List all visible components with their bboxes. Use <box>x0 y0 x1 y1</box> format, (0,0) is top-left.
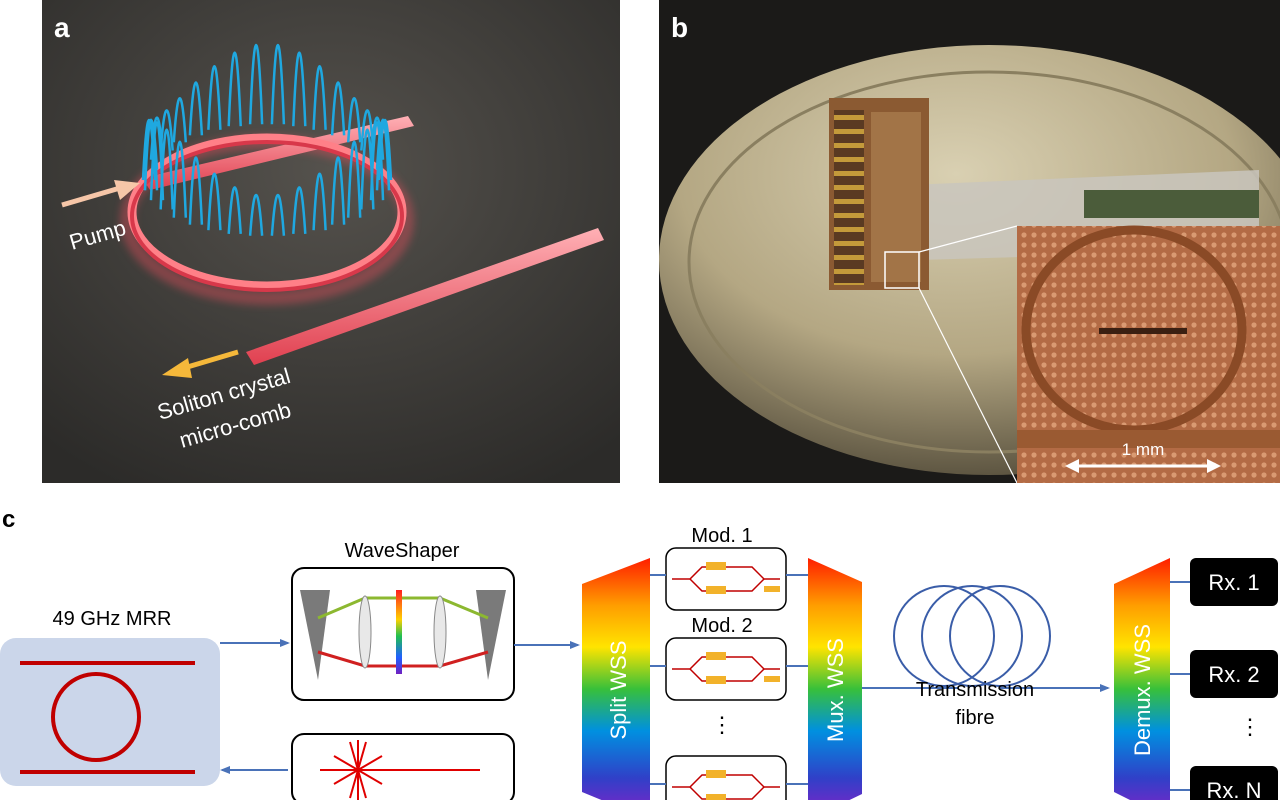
rx-ellipsis: ⋮ <box>1239 714 1261 739</box>
comb-line <box>369 116 385 160</box>
pump-arrow <box>61 180 140 208</box>
mod-2-interferometer <box>672 652 780 684</box>
comb-line <box>188 156 204 225</box>
rx-1-label: Rx. 1 <box>1208 570 1259 595</box>
mrr-box <box>0 638 220 786</box>
chip-bond-pads <box>834 110 864 285</box>
comb-line <box>248 44 264 125</box>
comb-line <box>346 96 362 143</box>
comb-line <box>330 156 346 225</box>
comb-line <box>159 109 174 151</box>
pump-laser-box <box>291 733 515 800</box>
panel-c-system-diagram: 49 GHz MRR WaveShaper Split WSS Mod. 1 <box>0 525 1278 800</box>
comb-line <box>292 186 307 234</box>
comb-line <box>172 140 188 218</box>
comb-line <box>270 44 286 125</box>
zoom-line-top <box>918 225 1018 253</box>
waveshaper-label: WaveShaper <box>345 540 460 562</box>
mod-ellipsis: ⋮ <box>711 712 733 737</box>
chip-on-coin-photo: 1 mm <box>659 0 1280 483</box>
zoom-line-bottom <box>918 287 1018 483</box>
panel-c-label: c <box>2 506 16 533</box>
output-arrow <box>162 349 239 378</box>
mod-1-box <box>665 547 787 611</box>
chip-circuit <box>871 112 921 282</box>
comb-line <box>330 81 346 136</box>
comb-line <box>143 118 159 170</box>
comb-line <box>141 119 157 181</box>
pump-laser-icon <box>320 740 480 800</box>
scale-bar-label: 1 mm <box>1122 440 1165 459</box>
mod-2-label: Mod. 2 <box>691 615 752 637</box>
mod-n-box <box>665 755 787 800</box>
mod-2-box <box>665 637 787 701</box>
mod-1-interferometer <box>672 562 780 594</box>
mod-1-label: Mod. 1 <box>691 525 752 547</box>
mod-n-interferometer <box>672 770 780 800</box>
split-wss-label: Split WSS <box>606 640 631 739</box>
waveshaper-box <box>291 567 515 701</box>
comb-line <box>292 51 307 127</box>
coin-rim <box>687 70 1280 454</box>
comb-line <box>312 172 327 231</box>
comb-spectrum-lines <box>141 44 393 236</box>
fibre-spool <box>893 585 1051 687</box>
rx-n-label: Rx. N <box>1207 778 1262 800</box>
waveshaper-optics <box>300 590 506 680</box>
rx-2-box <box>1190 650 1278 698</box>
panel-b-chip-photo: 1 mm b <box>659 0 1280 483</box>
rx-2-label: Rx. 2 <box>1208 662 1259 687</box>
ring-resonator-edge <box>130 140 404 292</box>
comb-line <box>312 64 327 130</box>
comb-line <box>188 81 204 136</box>
comb-line <box>149 121 165 201</box>
fibre-chip <box>1084 190 1259 218</box>
comb-line <box>375 118 391 170</box>
panel-b-label: b <box>671 12 689 43</box>
zoom-box <box>884 251 920 289</box>
comb-line <box>172 96 188 143</box>
mrr-ring <box>51 672 141 762</box>
comb-line <box>207 172 222 231</box>
rx-n-box <box>1190 766 1278 800</box>
inset-bus <box>1017 430 1280 448</box>
mux-wss <box>808 558 862 800</box>
comb-line <box>360 128 375 210</box>
comb-line <box>248 194 264 236</box>
rx-1-box <box>1190 558 1278 606</box>
inset-slot <box>1099 328 1187 334</box>
split-wss <box>582 558 650 800</box>
comb-line <box>227 51 242 127</box>
comb-line <box>207 64 222 130</box>
comb-line <box>346 140 362 218</box>
fibre-label-line2: fibre <box>956 707 995 729</box>
microring-render: Pump Soliton crystal micro-comb <box>42 0 620 483</box>
comb-line <box>227 186 242 234</box>
mux-wss-label: Mux. WSS <box>823 638 848 742</box>
mrr-label: 49 GHz MRR <box>53 608 172 630</box>
demux-wss <box>1114 558 1170 800</box>
scale-bar <box>1065 459 1221 473</box>
pump-waveguide <box>142 116 414 190</box>
comb-line <box>270 194 286 236</box>
panel-a-microring-render: Pump Soliton crystal micro-comb a <box>42 0 620 483</box>
output-waveguide <box>246 228 604 365</box>
demux-wss-label: Demux. WSS <box>1130 624 1155 756</box>
panel-a-label: a <box>54 12 70 43</box>
fibre-label-line1: Transmission <box>916 679 1034 701</box>
